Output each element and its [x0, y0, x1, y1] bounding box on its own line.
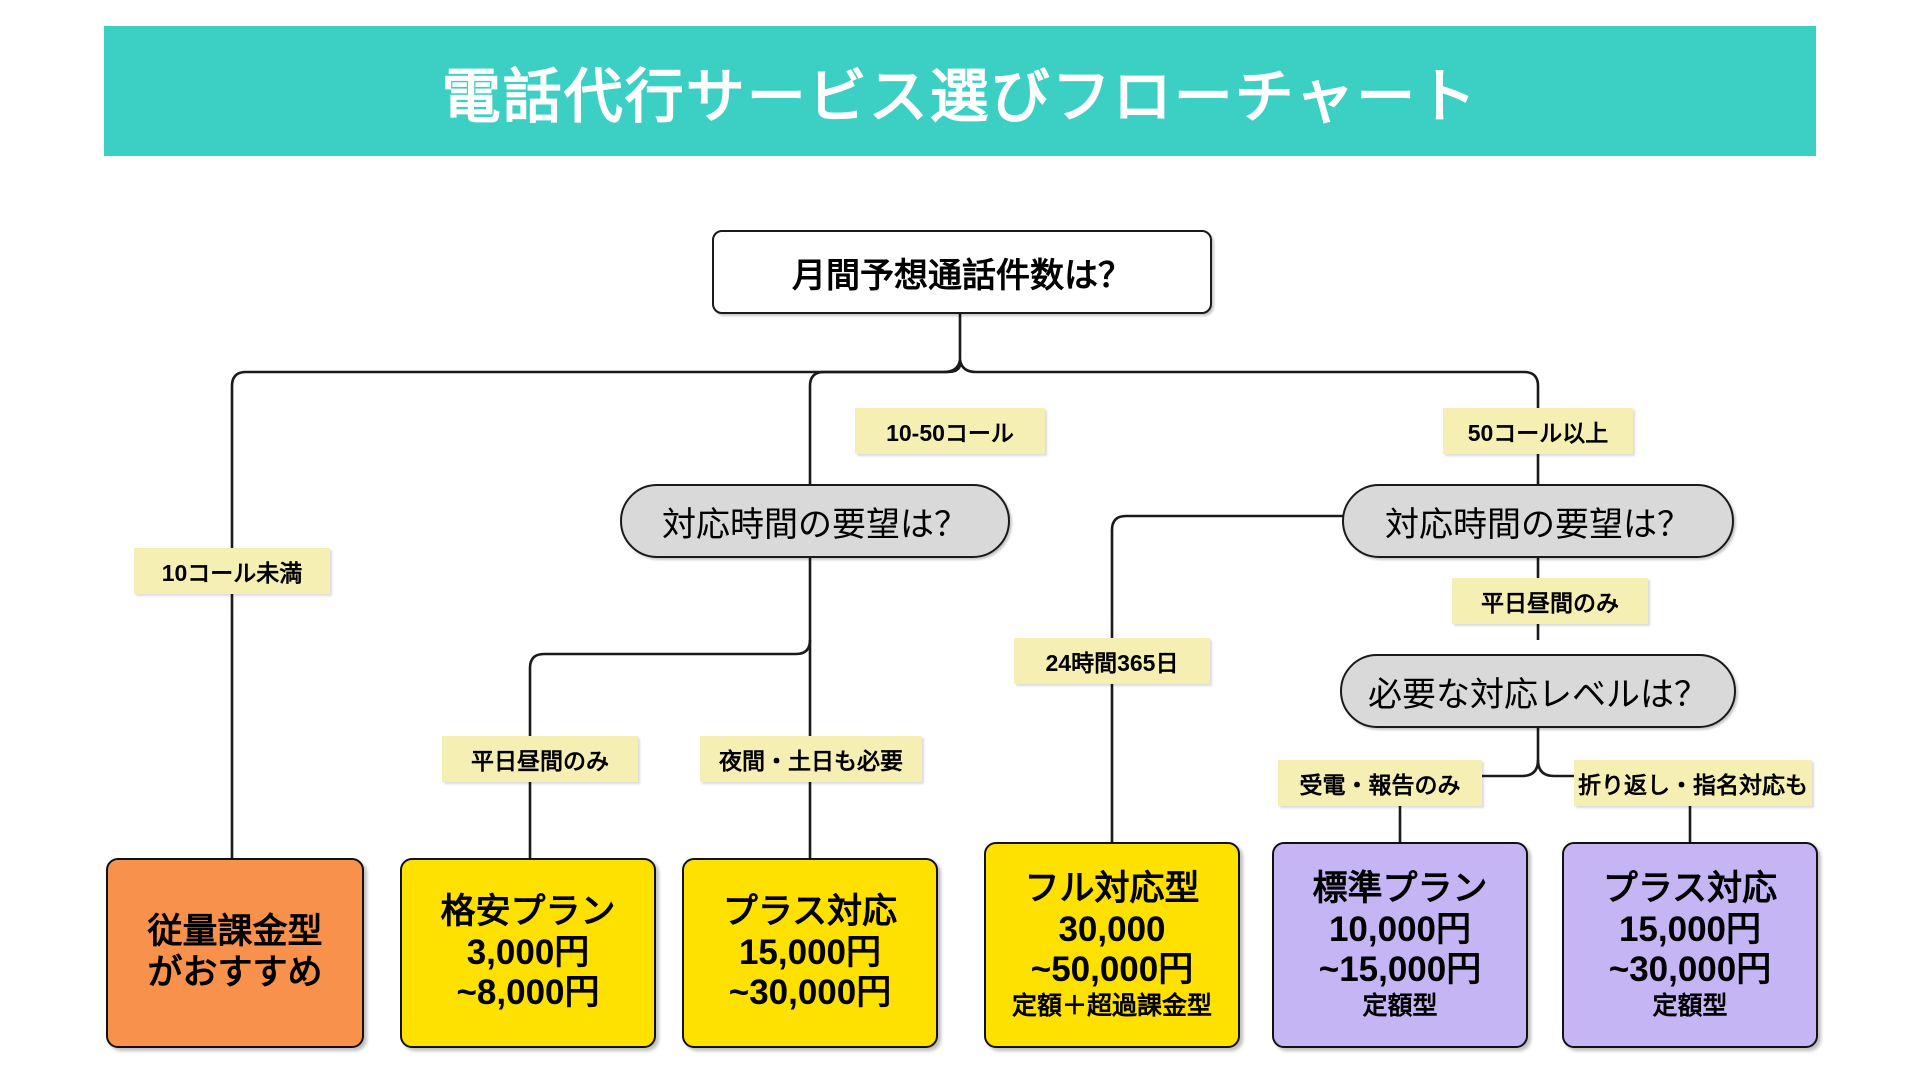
decision-node-response-time-right[interactable]: 対応時間の要望は？ — [1342, 484, 1734, 558]
result-box-standard-plan[interactable]: 標準プラン 10,000円 ~15,000円 定額型 — [1272, 842, 1528, 1048]
edge-label-text: 受電・報告のみ — [1299, 772, 1461, 798]
edge-label-text: 夜間・土日も必要 — [719, 748, 903, 774]
edge-label-text: 折り返し・指名対応も — [1578, 772, 1808, 798]
result-note: 定額型 — [1362, 991, 1438, 1020]
result-box-budget-plan[interactable]: 格安プラン 3,000円 ~8,000円 — [400, 858, 656, 1048]
edge-label-text: 平日昼間のみ — [1481, 590, 1619, 616]
decision-level-label: 必要な対応レベルは？ — [1368, 675, 1708, 714]
decision-left-label: 対応時間の要望は？ — [662, 505, 968, 544]
edge-label-receive-report-only: 受電・報告のみ — [1278, 760, 1482, 806]
edge-label-text: 10コール未満 — [161, 560, 303, 586]
result-line: 格安プラン — [440, 892, 616, 932]
decision-right-label: 対応時間の要望は？ — [1385, 505, 1691, 544]
result-line: 15,000円 — [738, 932, 882, 972]
result-line: ~30,000円 — [728, 973, 892, 1013]
edge-label-24h-365days: 24時間365日 — [1014, 638, 1210, 684]
edge-label-text: 24時間365日 — [1045, 650, 1179, 676]
result-box-plus-support-purple[interactable]: プラス対応 15,000円 ~30,000円 定額型 — [1562, 842, 1818, 1048]
edge-label-10-to-50-calls: 10-50コール — [855, 408, 1045, 454]
result-line: 3,000円 — [466, 932, 590, 972]
result-line: 30,000 — [1058, 909, 1166, 949]
edge-label-text: 50コール以上 — [1467, 420, 1609, 446]
edge-label-text: 10-50コール — [886, 420, 1014, 446]
edge-label-weekday-daytime-left: 平日昼間のみ — [442, 736, 638, 782]
title-banner: 電話代行サービス選びフローチャート — [104, 26, 1816, 156]
result-line: プラス対応 — [1602, 869, 1778, 909]
result-line: 標準プラン — [1312, 869, 1488, 909]
result-line: 15,000円 — [1618, 909, 1762, 949]
root-question-node[interactable]: 月間予想通話件数は？ — [712, 230, 1212, 314]
result-line: ~30,000円 — [1608, 950, 1772, 990]
edge-label-callback-named-support: 折り返し・指名対応も — [1574, 760, 1812, 806]
result-line: フル対応型 — [1024, 869, 1200, 909]
result-line: がおすすめ — [147, 953, 323, 992]
edge-label-over-50-calls: 50コール以上 — [1443, 408, 1633, 454]
result-box-plus-support-yellow[interactable]: プラス対応 15,000円 ~30,000円 — [682, 858, 938, 1048]
result-line: プラス対応 — [722, 892, 898, 932]
result-line: ~15,000円 — [1318, 950, 1482, 990]
decision-node-response-time-left[interactable]: 対応時間の要望は？ — [620, 484, 1010, 558]
edge-label-text: 平日昼間のみ — [471, 748, 609, 774]
decision-node-support-level[interactable]: 必要な対応レベルは？ — [1340, 654, 1736, 728]
result-line: ~50,000円 — [1030, 950, 1194, 990]
result-line: 10,000円 — [1328, 909, 1472, 949]
edge-label-under-10-calls: 10コール未満 — [134, 548, 330, 594]
root-question-label: 月間予想通話件数は？ — [792, 256, 1132, 295]
edge-label-night-weekend: 夜間・土日も必要 — [700, 736, 922, 782]
result-box-full-support[interactable]: フル対応型 30,000 ~50,000円 定額＋超過課金型 — [984, 842, 1240, 1048]
result-line: ~8,000円 — [456, 973, 600, 1013]
edge-label-weekday-daytime-right: 平日昼間のみ — [1452, 578, 1648, 624]
page-title: 電話代行サービス選びフローチャート — [441, 63, 1479, 130]
result-note: 定額型 — [1652, 991, 1728, 1020]
result-note: 定額＋超過課金型 — [1011, 991, 1212, 1020]
result-line: 従量課金型 — [147, 912, 323, 952]
result-box-pay-as-you-go[interactable]: 従量課金型 がおすすめ — [106, 858, 364, 1048]
